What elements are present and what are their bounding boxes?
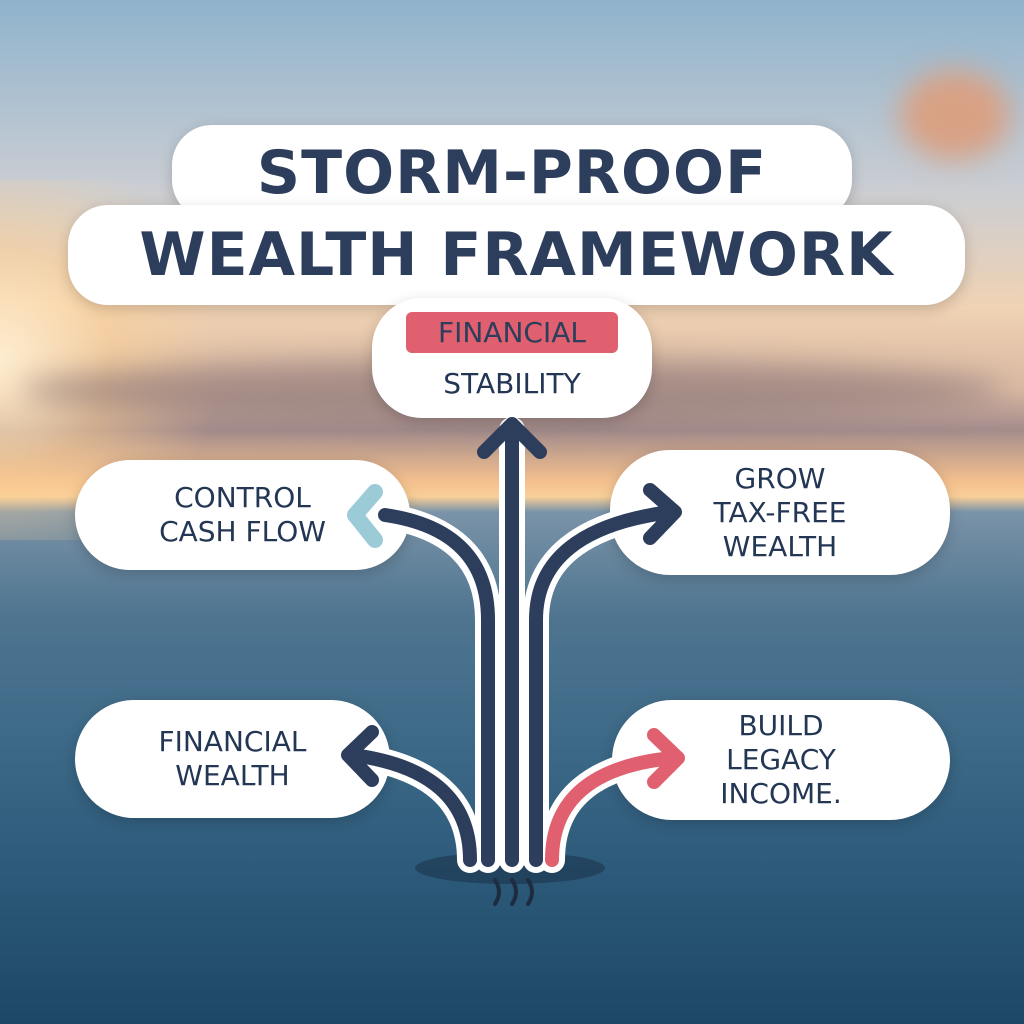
title-line2: WEALTH FRAMEWORK bbox=[139, 220, 894, 290]
arrowhead-control-cash-flow bbox=[347, 484, 383, 548]
arrow-grow-tax-free bbox=[529, 483, 682, 867]
arrow-control-cash-flow bbox=[378, 508, 495, 867]
center-stability-bubble: FINANCIAL STABILITY bbox=[372, 298, 652, 418]
arrow-up-stability bbox=[477, 417, 547, 867]
control-cash-flow-line2: CASH FLOW bbox=[159, 515, 326, 548]
title-line1: STORM-PROOF bbox=[256, 137, 768, 208]
financial-wealth-box: FINANCIAL WEALTH bbox=[75, 700, 390, 818]
financial-wealth-line2: WEALTH bbox=[175, 759, 290, 792]
grow-line2: TAX-FREE bbox=[713, 495, 847, 529]
title-line1-box: STORM-PROOF bbox=[172, 125, 852, 220]
stability-label: STABILITY bbox=[443, 367, 581, 400]
control-cash-flow-line1: CONTROL bbox=[174, 481, 311, 514]
arrow-build-legacy bbox=[545, 728, 685, 867]
grow-line1: GROW bbox=[734, 461, 826, 495]
build-line3: INCOME. bbox=[720, 777, 842, 810]
arrow-financial-wealth bbox=[341, 725, 477, 867]
financial-badge: FINANCIAL bbox=[406, 312, 618, 353]
title-line2-box: WEALTH FRAMEWORK bbox=[68, 205, 965, 305]
financial-wealth-line1: FINANCIAL bbox=[158, 725, 307, 758]
control-cash-flow-box: CONTROL CASH FLOW bbox=[75, 460, 410, 570]
cloud bbox=[900, 70, 1010, 160]
grow-line3: WEALTH bbox=[722, 529, 838, 563]
build-line2: LEGACY bbox=[726, 743, 836, 776]
water-reflection bbox=[493, 878, 534, 906]
build-line1: BUILD bbox=[738, 709, 824, 742]
